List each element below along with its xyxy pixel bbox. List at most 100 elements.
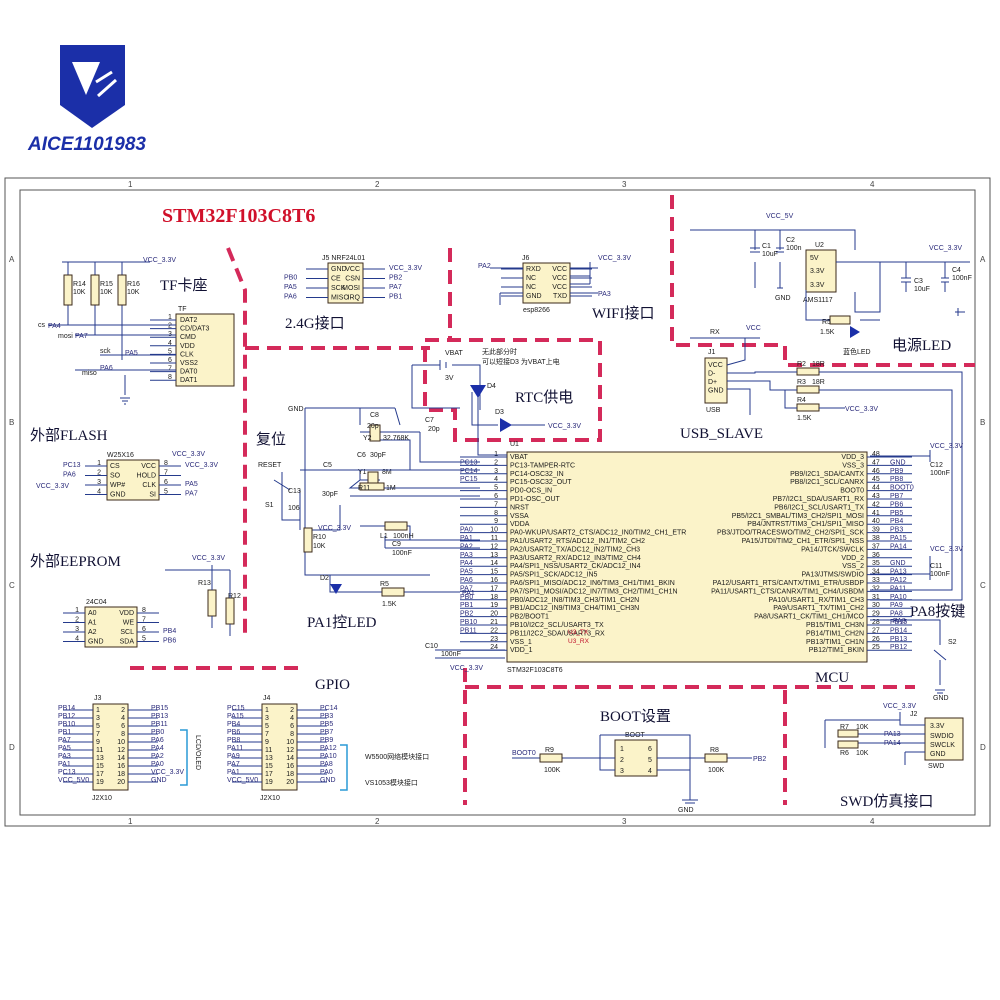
- flash-pins-right-number: 5: [164, 489, 168, 496]
- flash-pins-left-number: 3: [97, 479, 101, 486]
- j4-pins-left-net: PB8: [227, 737, 240, 744]
- j4-pins-right-net: PB3: [320, 713, 333, 720]
- osc-y2-val: 32.768K: [383, 435, 409, 442]
- boot-net-left: BOOT0: [512, 750, 536, 757]
- decoupling-vcc-bot: VCC_3.3V: [450, 665, 483, 672]
- vs1053-note: VS1053模块接口: [365, 778, 418, 787]
- usb-r3-ref: R3: [797, 379, 806, 386]
- mcu-left-pin-name: VDD_1: [510, 647, 533, 654]
- mcu-left-pin-net: PA6: [460, 577, 473, 584]
- power-regulator: U2 AMS1117 5V 3.3V 3.3V VCC_5V VCC_3.3V …: [690, 213, 972, 356]
- j3-pins-right-number: 16: [117, 763, 125, 770]
- tf-r14-val: 10K: [73, 289, 86, 296]
- mcu-right-pin-number: 42: [872, 501, 880, 508]
- nrf-pins-right-net: PB2: [389, 275, 402, 282]
- ruler: 1 2 3 4 1 2 3 4 A B C D A B C D: [9, 180, 986, 826]
- mcu-right-pin-number: 47: [872, 459, 880, 466]
- ruler-row-c: C: [9, 581, 15, 590]
- nrf-pins-left-name: GND: [331, 266, 347, 273]
- j3-pins-left-net: VCC_5V0: [58, 777, 89, 784]
- flash-vcc-left: VCC_3.3V: [36, 483, 69, 490]
- mcu-right-pin-net: GND: [890, 459, 906, 466]
- rtc-d3-icon: [500, 418, 512, 432]
- boot-pin-4: 4: [648, 768, 652, 775]
- nrf-ref: J5 NRF24L01: [322, 255, 365, 262]
- mcu-left-pin-name: VSS_1: [510, 639, 532, 646]
- pa1-net: PA1: [462, 590, 475, 597]
- j4-part: J2X10: [260, 795, 280, 802]
- regulator-ref: U2: [815, 242, 824, 249]
- decoupling-c10-ref: C10: [425, 643, 438, 650]
- tf-label-miso: miso: [82, 370, 97, 377]
- j4-pins-right-number: 2: [290, 707, 294, 714]
- oscillators: C8 20p C7 20p Y2 32.768K C5 30pF C6 30pF…: [288, 406, 480, 576]
- ruler-row-b-right: B: [980, 418, 985, 427]
- mcu-left-pin-number: 20: [490, 611, 498, 618]
- mcu-left-pin-number: 21: [490, 619, 498, 626]
- section-flash: 外部FLASH: [30, 427, 108, 444]
- mcu-right-pin-name: PB15/TIM1_CH3N: [806, 622, 864, 629]
- j3-pins-right-net: PB11: [151, 721, 168, 728]
- flash-pins-right-number: 6: [164, 479, 168, 486]
- decoupling-c12-val: 100nF: [930, 470, 950, 477]
- pa1-led: D2 R5 1.5K PA1: [305, 574, 475, 608]
- mcu-right-pin-number: 28: [872, 619, 880, 626]
- j3-pins-right-number: 8: [121, 731, 125, 738]
- eeprom-pins-left-number: 4: [75, 636, 79, 643]
- section-tf: TF卡座: [160, 277, 208, 294]
- mcu-right-pin-net: PB7: [890, 493, 903, 500]
- ruler-col-4: 4: [870, 180, 875, 189]
- flash-pins-left-net: PC13: [63, 462, 81, 469]
- mcu-right-pin-net: PA8: [890, 611, 903, 618]
- j4-pins-left-net: PA1: [227, 769, 240, 776]
- mcu-left-pin-name: VSSA: [510, 513, 529, 520]
- brand-name: AICE1101983: [27, 134, 146, 155]
- mcu-left-pin-name: PA6/SPI1_MISO/ADC12_IN6/TIM3_CH1/TIM1_BK…: [510, 580, 675, 587]
- reset-c9-ref: C9: [392, 541, 401, 548]
- tf-label-cs: cs: [38, 322, 46, 329]
- flash-pins-right-net: PA5: [185, 481, 198, 488]
- mcu-right-pin-number: 36: [872, 552, 880, 559]
- tf-pin-name: CMD: [180, 334, 196, 341]
- mcu-right-pin-name: VSS_2: [842, 563, 864, 570]
- decoupling-c12-ref: C12: [930, 462, 943, 469]
- osc-y2-ref: Y2: [363, 435, 372, 442]
- mcu-left-pin-net: PB0: [460, 594, 473, 601]
- j3-pins-left-net: PB10: [58, 721, 75, 728]
- mcu-left-pin-number: 6: [494, 493, 498, 500]
- flash-pins-right-name: HOLD: [137, 473, 156, 480]
- flash-vcc: VCC_3.3V: [172, 451, 205, 458]
- boot-r8-val: 100K: [708, 767, 725, 774]
- boot-pin-2: 2: [620, 757, 624, 764]
- mcu-right-pin-number: 35: [872, 560, 880, 567]
- nrf-pins-left-name: SCK: [331, 285, 346, 292]
- usb-ref: J1: [708, 349, 716, 356]
- flash-pins-left-number: 4: [97, 489, 101, 496]
- mcu-right-pin-net: GND: [890, 560, 906, 567]
- osc-gnd: GND: [288, 406, 304, 413]
- mcu-right-pin-name: PA11/USART1_CTS/CANRX/TIM1_CH4/USBDM: [711, 588, 864, 595]
- swd-net-pa14: PA14: [884, 740, 901, 747]
- wifi-pins-left-name: NC: [526, 275, 536, 282]
- wifi-net-tx: PA3: [598, 291, 611, 298]
- j3-pins-right-net: PB15: [151, 705, 168, 712]
- j3-pins-left-number: 5: [96, 723, 100, 730]
- j4-pins-right-number: 8: [290, 731, 294, 738]
- tf-pin-name: DAT1: [180, 377, 197, 384]
- mcu-left-pin-net: PC13: [460, 459, 478, 466]
- mcu-uart-rx: U3_RX: [568, 638, 590, 645]
- nrf-pins-right-name: MOSI: [342, 285, 360, 292]
- mcu-right-pin-number: 46: [872, 468, 880, 475]
- mcu-body: [506, 451, 868, 663]
- mcu-right-pin-net: PA11: [890, 585, 906, 592]
- rtc-supply: VBAT 3V 无此部分时 可以短接D3 为VBAT上电 D4 D3 VCC_3…: [411, 347, 581, 456]
- mcu-left-pin-number: 7: [494, 501, 498, 508]
- power-c2-val: 100n: [786, 245, 802, 252]
- nrf-pins-right-net: PA7: [389, 284, 402, 291]
- power-led-label: 蓝色LED: [843, 347, 871, 356]
- j3-pins-left-net: PA7: [58, 737, 71, 744]
